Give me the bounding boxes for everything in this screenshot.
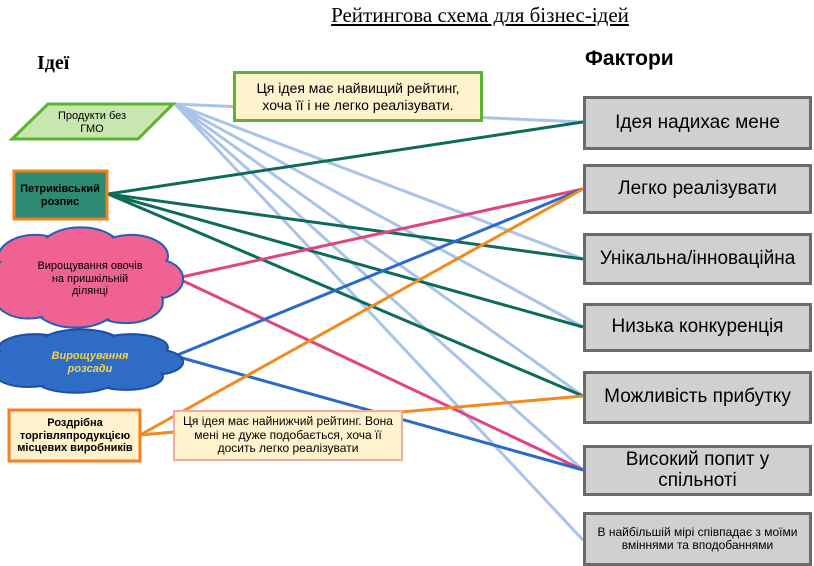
idea-petrykivka-shape (12, 169, 109, 221)
connection-gmo-to-factor-4 (174, 102, 584, 398)
connection-gmo-to-factor-6 (173, 102, 585, 542)
connection-petr-to-factor-3 (107, 192, 584, 329)
note-lowest-rating: Ця ідея має найнижчий рейтинг. Вона мені… (173, 410, 403, 461)
idea-vegetables-shape (0, 226, 185, 329)
connection-veg-to-factor-5 (176, 276, 584, 472)
ideas-heading: Ідеї (37, 52, 70, 74)
connection-seed-to-factor-1 (174, 187, 584, 358)
factor-low-competition: Низька конкуренція (583, 303, 812, 352)
idea-retail-label: Роздрібна торгівляпродукцією місцевих ви… (17, 417, 133, 455)
idea-petrykivka-label: Петриківський розпис (20, 183, 100, 208)
diagram-title: Рейтингова схема для бізнес-ідей (331, 3, 629, 27)
idea-gmo-label: Продукти без ГМО (57, 110, 127, 135)
connection-gmo-to-factor-2 (174, 102, 584, 261)
idea-seedlings-shape (0, 328, 185, 394)
connection-gmo-to-factor-3 (174, 102, 584, 329)
factor-easy: Легко реалізувати (583, 164, 812, 214)
connection-petr-to-factor-2 (107, 192, 584, 261)
connection-gmo-to-factor-5 (173, 102, 585, 472)
connection-veg-to-factor-1 (176, 187, 584, 280)
idea-vegetables-label: Вирощування овочів на пришкільній ділянц… (37, 260, 143, 298)
connection-petr-to-factor-4 (107, 192, 584, 398)
factor-profit: Можливість прибутку (583, 371, 812, 424)
factor-unique: Унікальна/інноваційна (583, 233, 812, 285)
factor-inspires: Ідея надихає мене (583, 96, 812, 150)
factor-skills-match: В найбільшій мірі співпадає з моїми вмін… (583, 512, 812, 566)
connection-petr-to-factor-0 (107, 120, 584, 196)
connection-retail-to-factor-1 (139, 187, 584, 437)
factors-heading: Фактори (585, 47, 674, 70)
idea-seedlings-label: Вирощування розсади (51, 350, 129, 375)
idea-gmo-shape (8, 102, 177, 141)
idea-retail-shape (7, 408, 142, 463)
factor-high-demand: Високий попит у спільноті (583, 445, 812, 496)
note-highest-rating: Ця ідея має найвищий рейтинг, хоча її і … (233, 71, 483, 122)
